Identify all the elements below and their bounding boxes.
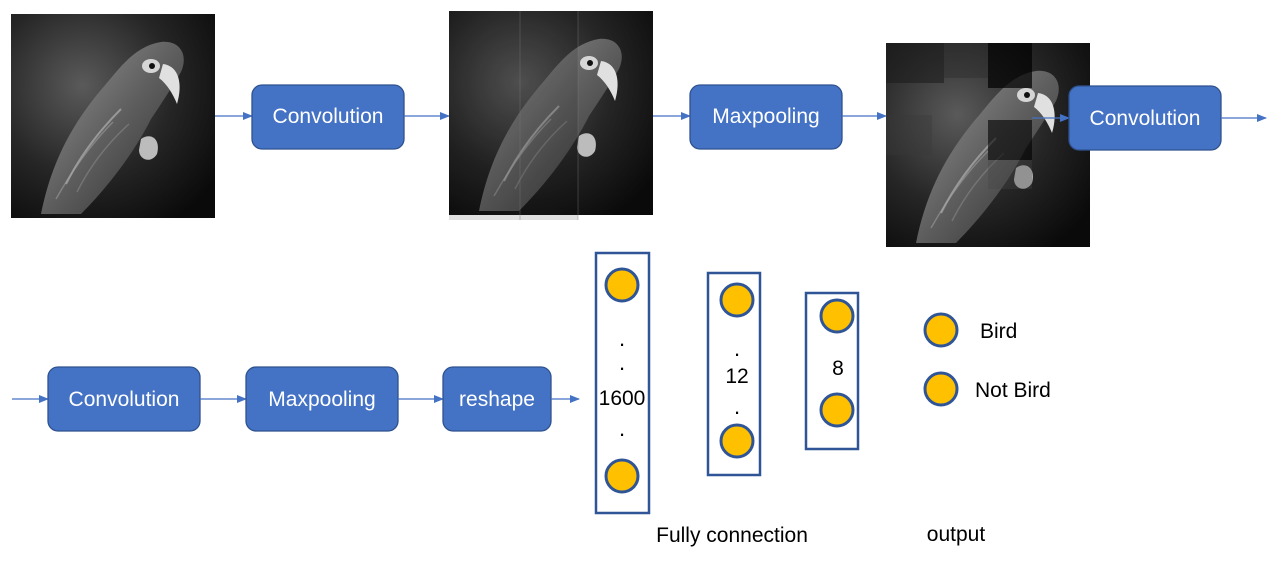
pooled-output-image [885,42,1091,248]
maxpooling-label: Maxpooling [712,105,819,128]
convolution-block-3: Convolution [47,366,201,432]
fc-layer-1-frame [594,251,651,515]
convolution-block-2: Convolution [1068,85,1222,151]
convolution-label: Convolution [273,105,384,128]
output-class-bird: Bird [980,320,1017,343]
neuron-node [819,298,855,334]
neuron-node [819,392,855,428]
neuron-node [604,458,640,494]
ellipsis-dot: . [619,326,625,351]
output-node-not-bird [923,371,959,407]
conv-output-image [448,10,654,220]
fc-layer-3-size: 8 [832,357,844,380]
reshape-label: reshape [459,388,535,411]
maxpooling-block-1: Maxpooling [689,84,843,150]
fc-layer-3: 8 [804,291,860,451]
fc-caption: Fully connection [656,524,808,547]
convolution-label: Convolution [1090,107,1201,130]
maxpooling-label: Maxpooling [268,388,375,411]
fc-layer-2: . 12 . [706,271,762,477]
maxpooling-block-2: Maxpooling [245,366,399,432]
ellipsis-dot: . [619,350,625,375]
reshape-block: reshape [442,366,552,432]
input-image [10,13,216,219]
convolution-label: Convolution [69,388,180,411]
convolution-block-1: Convolution [251,84,405,150]
fc-layer-1-size: 1600 [599,387,646,410]
fc-layer-1: . . 1600 . [594,251,651,515]
ellipsis-dot: . [734,336,740,361]
ellipsis-dot: . [734,394,740,419]
fc-layer-2-frame [706,271,762,477]
output-node-bird [923,312,959,348]
neuron-node [604,267,640,303]
neuron-node [719,282,755,318]
output-caption: output [927,523,986,546]
ellipsis-dot: . [619,416,625,441]
output-class-not-bird: Not Bird [975,379,1051,402]
output-classes: Bird Not Bird [923,312,1051,407]
neuron-node [719,423,755,459]
fc-layer-2-size: 12 [725,365,748,388]
fc-layer-3-frame [804,291,860,451]
